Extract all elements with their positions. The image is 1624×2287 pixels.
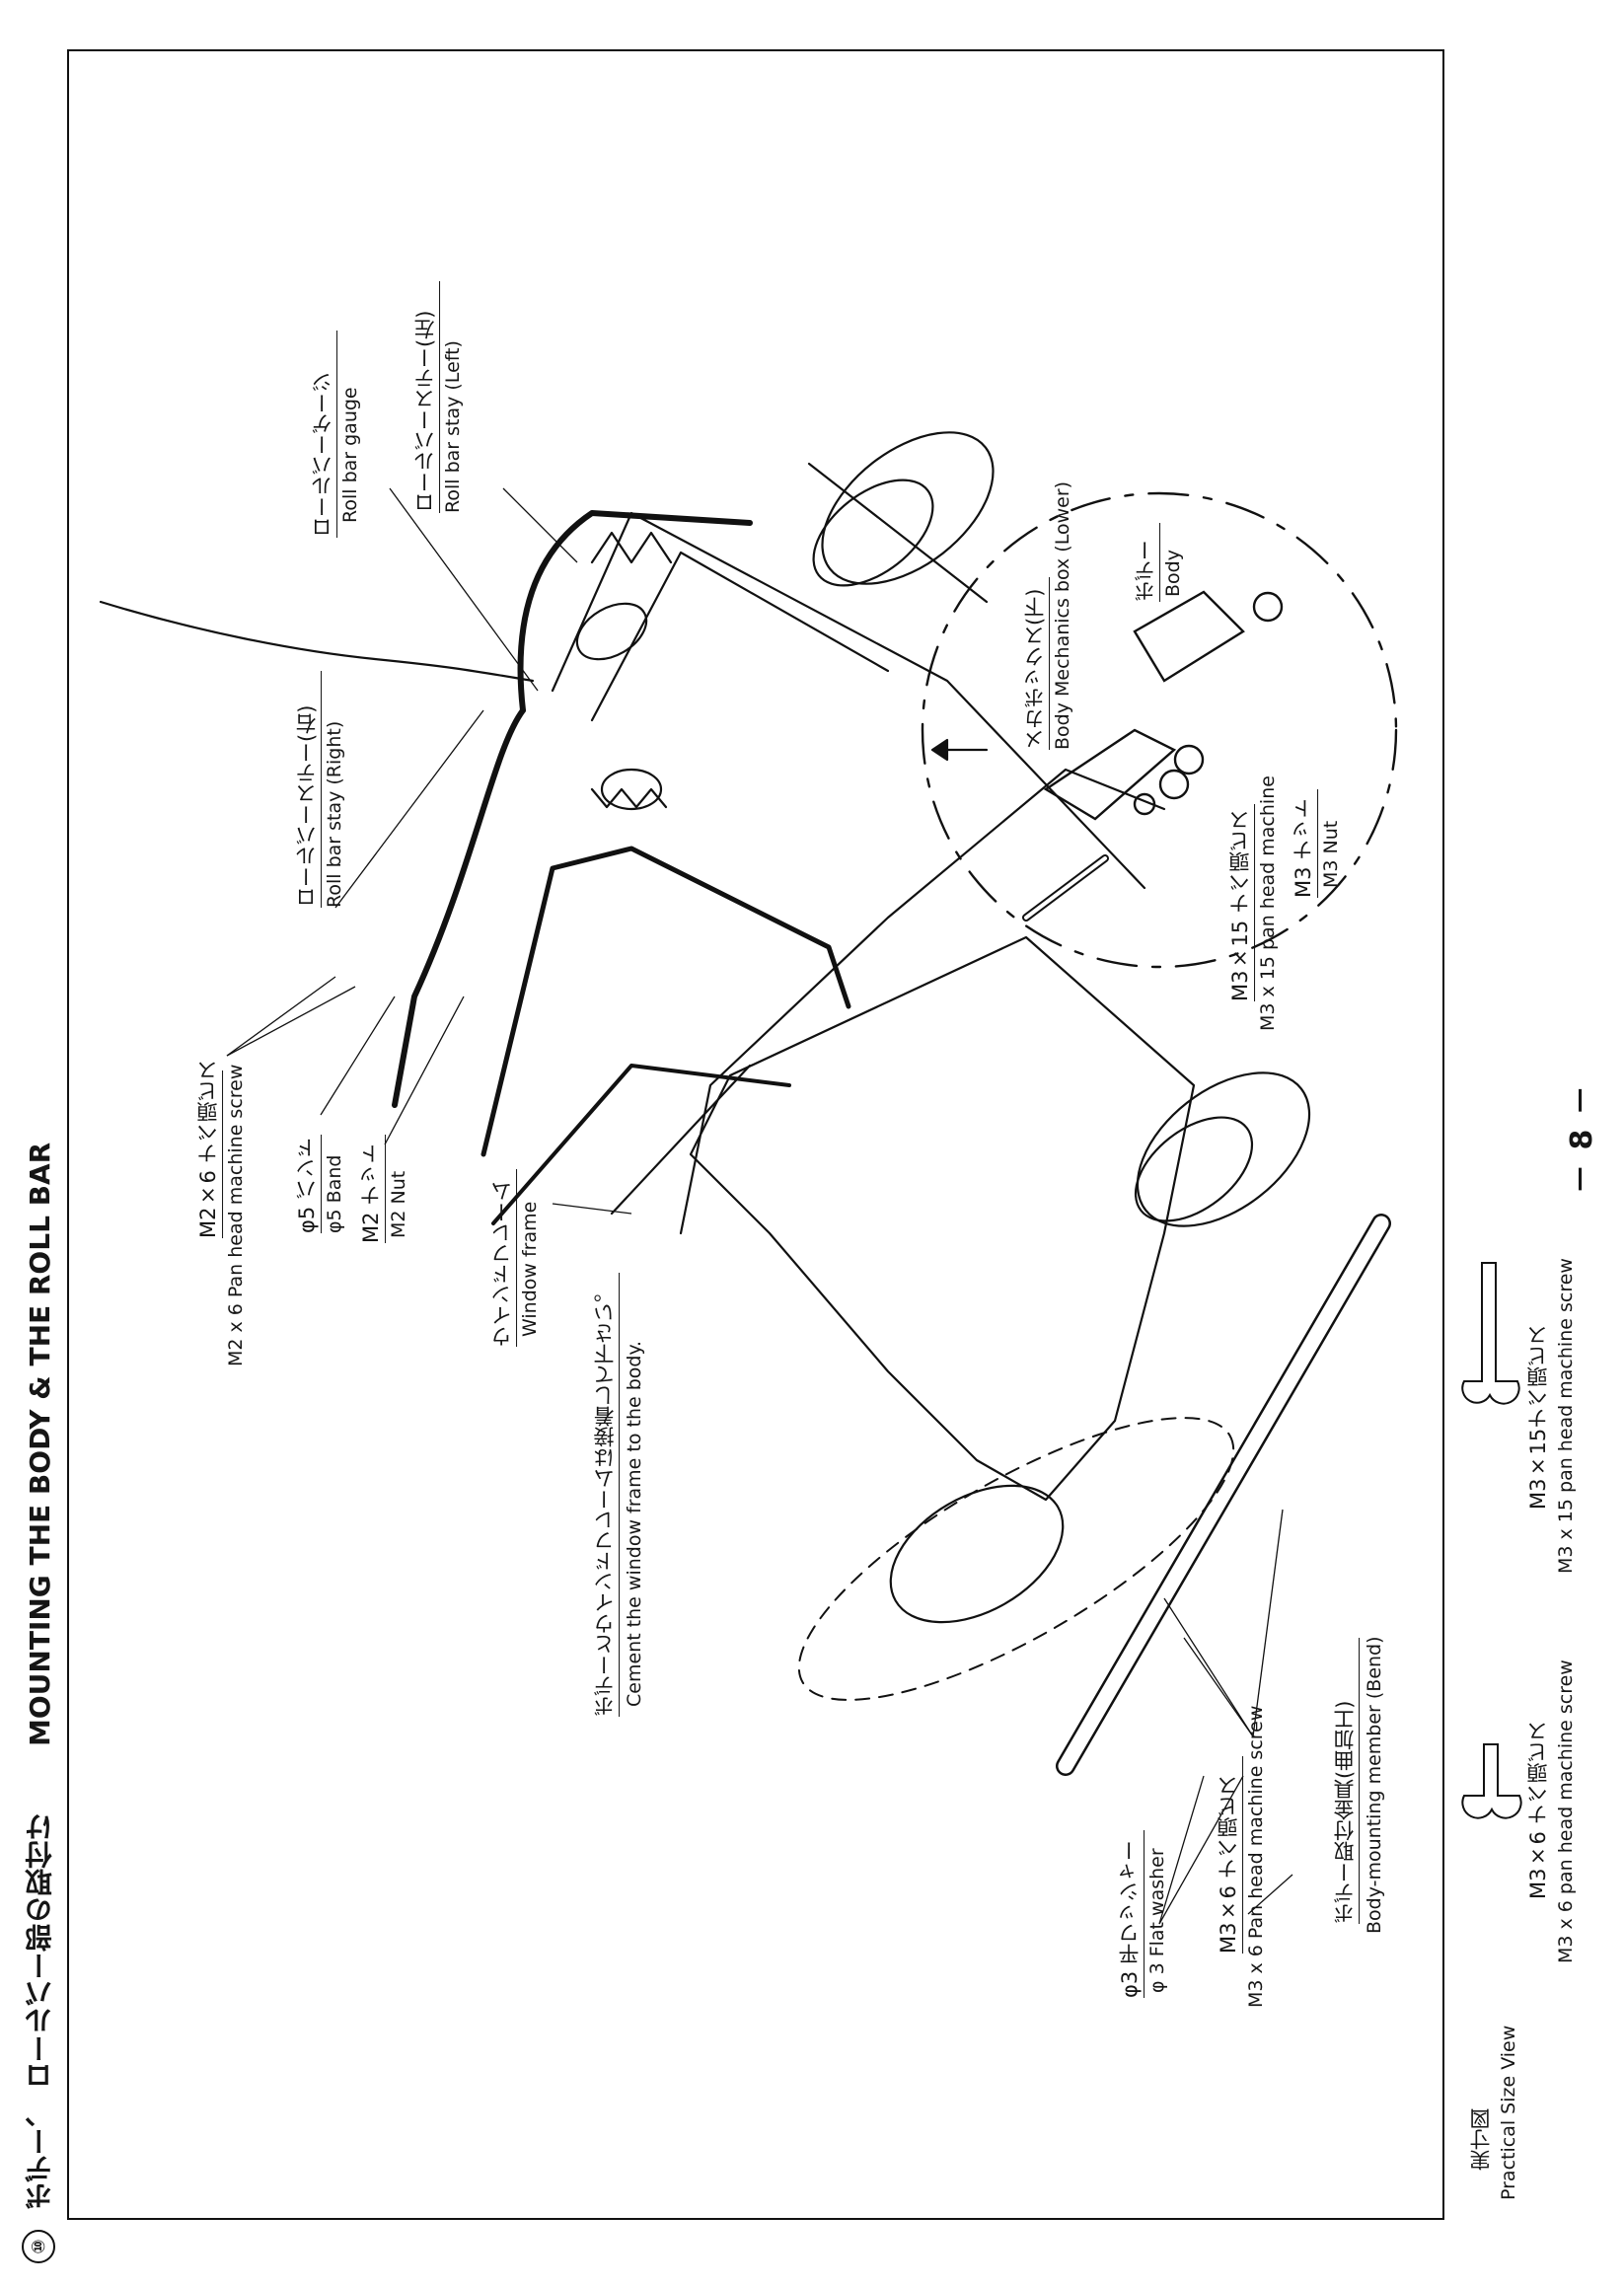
m3x15-screw-en: M3 x 15 pan head machine: [1257, 775, 1279, 1031]
roll-bar-stay-left-en: Roll bar stay (Left): [442, 340, 464, 513]
page-frame: [67, 49, 1444, 2220]
detail-view: [921, 491, 1398, 969]
frame-rail: [551, 511, 1146, 890]
rear-wheel-top: [807, 431, 995, 604]
flat-washer-en: φ 3 Flat washer: [1146, 1848, 1168, 1993]
m3-nut-ja: M3 ナット: [1292, 789, 1319, 898]
body-en: Body: [1162, 550, 1184, 597]
band-en: φ5 Band: [324, 1154, 345, 1233]
front-axle: [1056, 1214, 1391, 1776]
m3-nut-en: M3 Nut: [1320, 820, 1342, 888]
roll-bar-stay-left-ja: ロールバーステー(左): [413, 281, 441, 513]
roll-bar-gauge-ja: ロールバーゲージ: [311, 331, 338, 538]
practical-m3x6-ja: M3×6 ナベ頭ビス: [1526, 1721, 1550, 1899]
window-frame-part: [480, 846, 851, 1157]
body-mounting-ja: ボデー取付金具(曲加工): [1333, 1638, 1361, 1924]
m3x6-screw-icon: [1461, 1743, 1522, 1819]
m2x6-screw-en: M2 x 6 Pan head machine screw: [225, 1064, 247, 1366]
m3x6-screw-en: M3 x 6 Pan head machine screw: [1245, 1705, 1267, 2008]
m3x15-screw-ja: M3×15 ナベ頭ビス: [1228, 804, 1256, 1001]
cement-note-en: Cement the window frame to the body.: [624, 1340, 645, 1707]
engine-assembly: [575, 531, 673, 811]
practical-m3x15-en: M3 x 15 pan head machine screw: [1555, 1258, 1577, 1574]
window-frame-ja: ウインドフレーム: [490, 1169, 518, 1347]
band-ja: φ5 バンド: [295, 1135, 323, 1233]
m2-nut-ja: M2 ナット: [359, 1135, 387, 1243]
roll-bar-gauge-en: Roll bar gauge: [339, 387, 361, 523]
page-number: － 8 －: [1565, 1083, 1599, 1194]
m2-nut-en: M2 Nut: [388, 1170, 409, 1238]
mechanics-box-ja: メカボックス(下): [1023, 577, 1051, 750]
practical-m3x6-en: M3 x 6 pan head machine screw: [1555, 1660, 1577, 1963]
practical-size-title-ja: 実寸図: [1469, 2108, 1493, 2171]
cement-note-ja: ボデーとウインドフレームは接着して下さい。: [593, 1273, 621, 1717]
antenna-wire: [99, 600, 535, 683]
practical-size-title-en: Practical Size View: [1498, 2025, 1519, 2200]
roll-bar-stay-right-ja: ロールバーステー(右): [295, 671, 323, 908]
m2x6-screw-ja: M2×6 ナベ頭ビス: [196, 1060, 224, 1238]
window-frame-en: Window frame: [519, 1201, 541, 1337]
practical-m3x15-ja: M3×15ナベ頭ビス: [1526, 1324, 1550, 1510]
m3x6-screw-ja: M3×6 ナベ頭ビス: [1217, 1756, 1244, 1954]
front-wheel-bottom: [889, 1484, 1065, 1624]
practical-size-screws: [1461, 1262, 1522, 1819]
mechanics-box-en: Body Mechanics box (Lower): [1052, 480, 1073, 750]
front-wheel-right: [1134, 1071, 1311, 1227]
roll-bar: [517, 510, 753, 713]
flat-washer-ja: φ3 平ワッシャー: [1118, 1830, 1145, 1998]
body-mounting-en: Body-mounting member (Bend): [1364, 1636, 1385, 1934]
leader-lines: [226, 487, 1293, 1925]
body-ja: ボデー: [1134, 523, 1161, 602]
roll-bar-stay-right-en: Roll bar stay (Right): [324, 720, 345, 908]
step-number-badge: ⑩: [22, 2230, 55, 2263]
m3x15-screw-icon: [1461, 1262, 1520, 1405]
body-shell: [689, 935, 1196, 1502]
